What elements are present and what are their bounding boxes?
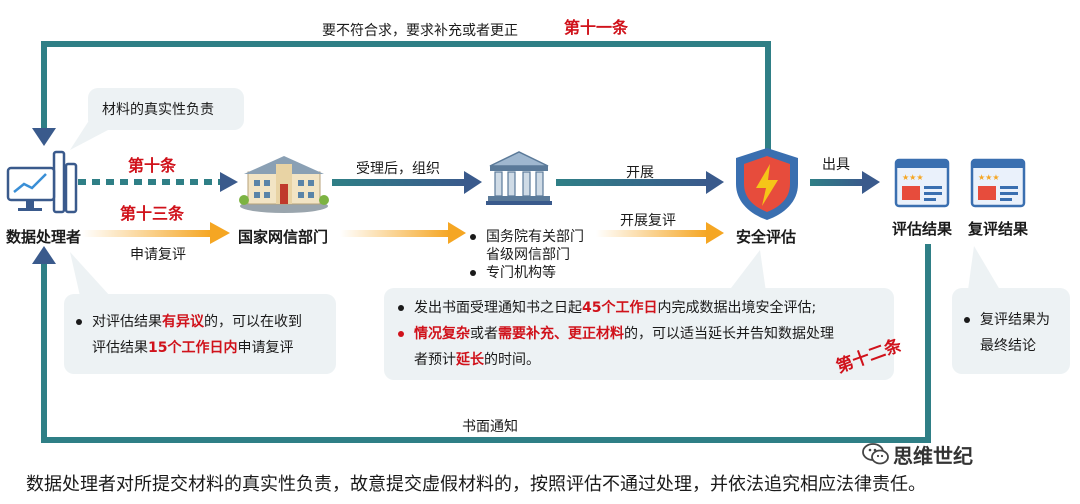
bubble-final [952, 288, 1070, 374]
bullet-dot [470, 234, 476, 240]
issue-arrow-line [810, 179, 864, 186]
bullet-dot [964, 317, 970, 323]
government-pillars-icon [486, 150, 552, 206]
svg-text:★★★: ★★★ [978, 173, 1000, 182]
bubble-truthful [88, 88, 244, 130]
carry-out-label: 开展 [626, 165, 654, 181]
article10-label: 第十条 [128, 156, 177, 175]
written-notice-label: 书面通知 [462, 419, 518, 435]
svg-text:★★★: ★★★ [902, 173, 924, 182]
timeline-text-1: 发出书面受理通知书之日起 [414, 300, 582, 316]
timeline-highlight-supplement: 需要补充、更正材料 [498, 326, 624, 342]
forward-review-arrow-line [340, 230, 450, 237]
bubble-final-line1: 复评结果为 [964, 308, 1050, 332]
bullet-dot [76, 319, 82, 325]
carry-out-review-arrowhead [706, 222, 724, 244]
bubble-objection-line2: 评估结果15个工作日内申请复评 [92, 336, 293, 360]
timeline-text-2: 内完成数据出境安全评估; [657, 300, 817, 316]
gov-item-3: 专门机构等 [470, 262, 556, 282]
timeline-text-4: 的，可以适当延长并告知数据处理 [624, 326, 834, 342]
review-document-icon: ★★★ [970, 158, 1026, 208]
bubble-final-line2: 最终结论 [980, 338, 1036, 354]
watermark-text: 思维世纪 [893, 444, 973, 468]
gov-item-1-text: 国务院有关部门 [486, 229, 584, 245]
article13-arrow-line [82, 230, 212, 237]
objection-text-2: 的，可以在收到 [204, 314, 302, 330]
objection-highlight-days: 15个工作日内 [148, 340, 238, 356]
bubble-timeline [384, 288, 894, 380]
bullet-dot-red [398, 331, 404, 337]
objection-text-1: 对评估结果 [92, 314, 162, 330]
bubble-truthful-text: 材料的真实性负责 [102, 102, 214, 118]
bottom-loop-arrowhead [32, 246, 56, 264]
bubble-objection-tail [70, 252, 110, 296]
bullet-dot [470, 270, 476, 276]
carry-out-review-label: 开展复评 [620, 213, 676, 229]
bubble-objection-line1: 对评估结果有异议的，可以在收到 [76, 310, 302, 334]
bubble-timeline-line3: 者预计延长的时间。 [414, 348, 540, 372]
bubble-objection [64, 294, 336, 374]
report-document-icon: ★★★ [894, 158, 950, 208]
computer-chart-icon [6, 150, 78, 214]
building-icon [238, 150, 330, 214]
node-cac: 国家网信部门 [238, 228, 329, 246]
footer-note: 数据处理者对所提交材料的真实性负责，故意提交虚假材料的，按照评估不通过处理，并依… [26, 474, 926, 495]
final-text-1: 复评结果为 [980, 312, 1050, 328]
article13-arrowhead [210, 222, 230, 244]
accept-arrowhead [464, 171, 482, 194]
gov-item-1: 国务院有关部门 [470, 226, 584, 246]
node-result: 评估结果 [892, 220, 953, 238]
timeline-text-3: 或者 [470, 326, 498, 342]
bubble-timeline-line2: 情况复杂或者需要补充、更正材料的，可以适当延长并告知数据处理 [398, 322, 834, 346]
bubble-final-tail [968, 246, 1000, 290]
accept-organize-label: 受理后，组织 [356, 161, 440, 177]
article11-label: 第十一条 [564, 18, 629, 37]
objection-text-4: 申请复评 [237, 340, 294, 356]
timeline-text-5: 者预计 [414, 352, 456, 368]
gov-item-3-text: 专门机构等 [486, 265, 556, 281]
objection-text-3: 评估结果 [92, 340, 148, 356]
bubble-timeline-line1: 发出书面受理通知书之日起45个工作日内完成数据出境安全评估; [398, 296, 816, 320]
carry-out-arrow-line [556, 179, 708, 186]
top-loop-label: 要不符合求，要求补充或者更正 [322, 23, 518, 39]
timeline-highlight-45days: 45个工作日 [582, 300, 658, 316]
article10-arrowhead [220, 172, 238, 192]
carry-out-arrowhead [706, 171, 724, 194]
timeline-highlight-complex: 情况复杂 [414, 326, 470, 342]
carry-out-review-arrow-line [596, 230, 708, 237]
timeline-highlight-extend: 延长 [456, 352, 484, 368]
top-loop-line [41, 41, 771, 150]
bubble-timeline-tail [728, 250, 766, 292]
apply-review-label: 申请复评 [130, 247, 186, 263]
accept-arrow-line [332, 179, 466, 186]
node-re-result: 复评结果 [968, 220, 1029, 238]
issue-label: 出具 [822, 157, 850, 173]
top-loop-arrowhead [32, 128, 56, 146]
shield-lightning-icon [732, 146, 802, 222]
bottom-loop-line [41, 244, 931, 443]
node-security-assessment: 安全评估 [736, 228, 797, 246]
gov-item-2: 省级网信部门 [486, 247, 570, 263]
bullet-dot [398, 305, 404, 311]
forward-review-arrowhead [448, 222, 466, 244]
node-data-handler: 数据处理者 [6, 228, 82, 246]
wechat-icon [862, 442, 890, 466]
timeline-text-6: 的时间。 [484, 352, 540, 368]
issue-arrowhead [862, 171, 880, 194]
objection-highlight-objection: 有异议 [162, 314, 204, 330]
article13-label: 第十三条 [120, 204, 185, 223]
